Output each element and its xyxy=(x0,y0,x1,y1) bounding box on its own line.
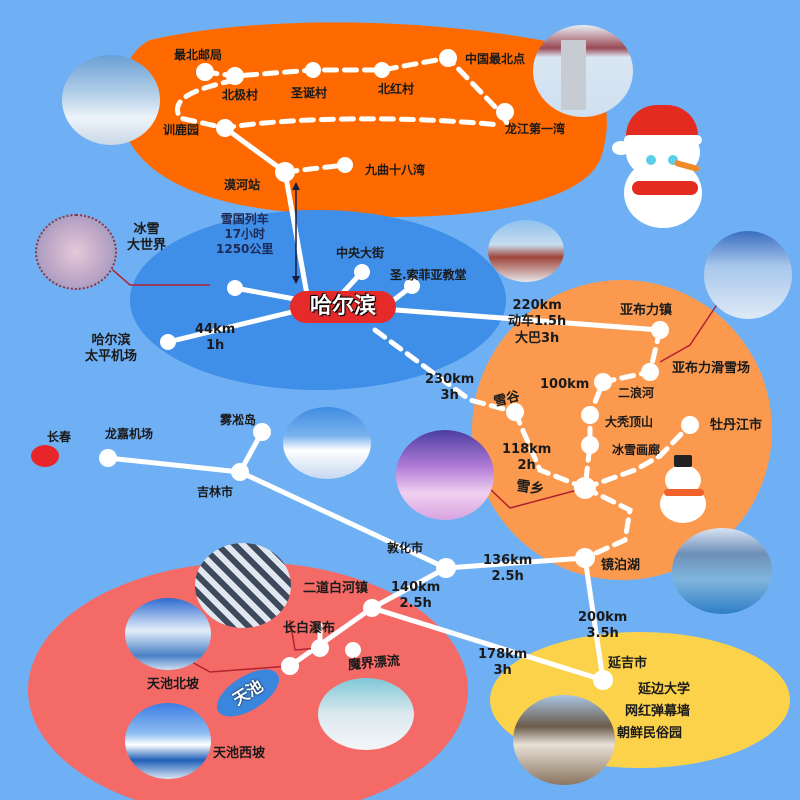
stop-arctic-village: 北极村 xyxy=(222,88,259,102)
train-duration: 17小时 xyxy=(224,227,266,241)
leg-distance: 230km xyxy=(425,372,475,387)
stop-datuding: 大秃顶山 xyxy=(605,415,654,429)
stop-jingpo-lake: 镜泊湖 xyxy=(601,558,641,573)
stop-reindeer-park: 训鹿园 xyxy=(163,123,200,137)
spot-bullet-wall: 网红弹幕墙 xyxy=(625,704,691,719)
leg-dunhua-erdao: 140km 2.5h xyxy=(391,580,440,613)
stop-ice-gallery: 冰雪画廊 xyxy=(612,443,661,457)
ice-world-line2: 大世界 xyxy=(127,238,167,254)
hub-harbin: 哈尔滨 xyxy=(290,291,396,323)
photo-reindeer xyxy=(62,55,160,145)
leg-time: 3h xyxy=(493,663,512,679)
train-distance: 1250公里 xyxy=(216,242,274,256)
dist-100km: 100km xyxy=(540,377,590,392)
photo-ice-world xyxy=(35,214,117,290)
photo-china-border-marker xyxy=(533,25,633,117)
leg-distance: 178km xyxy=(478,647,528,662)
airport-line2: 太平机场 xyxy=(85,349,138,365)
stop-central-street: 中央大街 xyxy=(336,246,385,260)
stop-mohe-station: 漠河站 xyxy=(224,178,261,192)
airport-time: 1h xyxy=(205,338,225,354)
stop-yanji: 延吉市 xyxy=(608,656,648,671)
leg-jingpo-yanji: 200km 3.5h xyxy=(578,610,627,643)
snowman-top-hat-icon xyxy=(652,455,712,523)
stop-dunhua: 敦化市 xyxy=(387,541,424,555)
ice-world-line1: 冰雪 xyxy=(133,222,160,237)
stop-mudanjiang: 牡丹江市 xyxy=(710,418,763,433)
leg-time: 2.5h xyxy=(399,596,432,612)
stop-jilin-city: 吉林市 xyxy=(197,485,234,499)
airport-distance: 44km xyxy=(195,322,236,337)
stop-harbin-airport: 哈尔滨 太平机场 xyxy=(85,333,137,366)
photo-korean-village xyxy=(513,695,615,785)
leg-train-time: 动车1.5h xyxy=(508,314,567,330)
stop-st-sophia: 圣.索菲亚教堂 xyxy=(390,268,467,282)
stop-tianchi-west: 天池西坡 xyxy=(213,746,266,761)
stop-longjia-airport: 龙嘉机场 xyxy=(105,427,154,441)
stop-yabuli-ski: 亚布力滑雪场 xyxy=(672,361,751,376)
photo-st-sophia xyxy=(488,220,564,282)
leg-xuegu-xuexiang: 118km 2h xyxy=(502,442,551,475)
leg-airport: 44km 1h xyxy=(195,322,235,355)
leg-time: 3.5h xyxy=(586,626,619,642)
stop-northmost-post: 最北邮局 xyxy=(174,48,223,62)
airport-line1: 哈尔滨 xyxy=(91,333,131,348)
leg-time: 2h xyxy=(517,458,536,474)
leg-distance: 140km xyxy=(391,580,441,595)
stop-christmas-village: 圣诞村 xyxy=(291,86,328,100)
leg-time: 2.5h xyxy=(491,569,524,585)
leg-dunhua-jingpo: 136km 2.5h xyxy=(483,553,532,586)
leg-bus-time: 大巴3h xyxy=(514,330,560,346)
leg-erdao-yanji: 178km 3h xyxy=(478,647,527,680)
spot-yanbian-univ: 延边大学 xyxy=(638,682,691,697)
stop-yabuli-town: 亚布力镇 xyxy=(620,303,673,318)
leg-distance: 136km xyxy=(483,553,533,568)
stop-erlanghe: 二浪河 xyxy=(618,386,655,400)
photo-changbai-waterfall xyxy=(195,543,291,628)
stop-ice-world: 冰雪 大世界 xyxy=(127,222,166,255)
train-info: 雪国列车 17小时 1250公里 xyxy=(216,212,273,257)
leg-harbin-yabuli: 220km 动车1.5h 大巴3h xyxy=(508,298,566,347)
stop-longjiang-bend: 龙江第一湾 xyxy=(505,122,566,136)
photo-yabuli-snowboard xyxy=(704,231,792,319)
leg-distance: 118km xyxy=(502,442,552,457)
stop-rime-island: 雾凇岛 xyxy=(220,413,257,427)
train-name: 雪国列车 xyxy=(220,212,269,226)
photo-tianchi-north xyxy=(125,598,211,670)
stop-jiuqu-bend: 九曲十八湾 xyxy=(365,163,426,177)
leg-distance: 220km xyxy=(512,298,562,313)
leg-time: 3h xyxy=(440,388,459,404)
spot-korean-folk-park: 朝鲜民俗园 xyxy=(617,726,683,741)
stop-changchun: 长春 xyxy=(47,430,72,444)
leg-distance: 200km xyxy=(578,610,628,625)
snowman-santa-hat-icon xyxy=(604,103,714,228)
stop-snow-town: 雪乡 xyxy=(515,478,546,498)
stop-northmost-point: 中国最北点 xyxy=(465,52,526,66)
photo-snow-town xyxy=(396,430,494,520)
photo-drift-forest xyxy=(318,678,414,750)
photo-tianchi-west xyxy=(125,703,211,779)
stop-tianchi-north: 天池北坡 xyxy=(147,677,200,692)
changchun-marker xyxy=(31,445,59,467)
photo-jingpo-waterfall xyxy=(672,528,772,614)
photo-rime-island xyxy=(283,407,371,479)
stop-changbai-waterfall: 长白瀑布 xyxy=(283,621,336,636)
stop-beihong-village: 北红村 xyxy=(378,82,415,96)
leg-harbin-xuegu: 230km 3h xyxy=(425,372,474,405)
stop-erdaobaihe: 二道白河镇 xyxy=(303,581,369,596)
